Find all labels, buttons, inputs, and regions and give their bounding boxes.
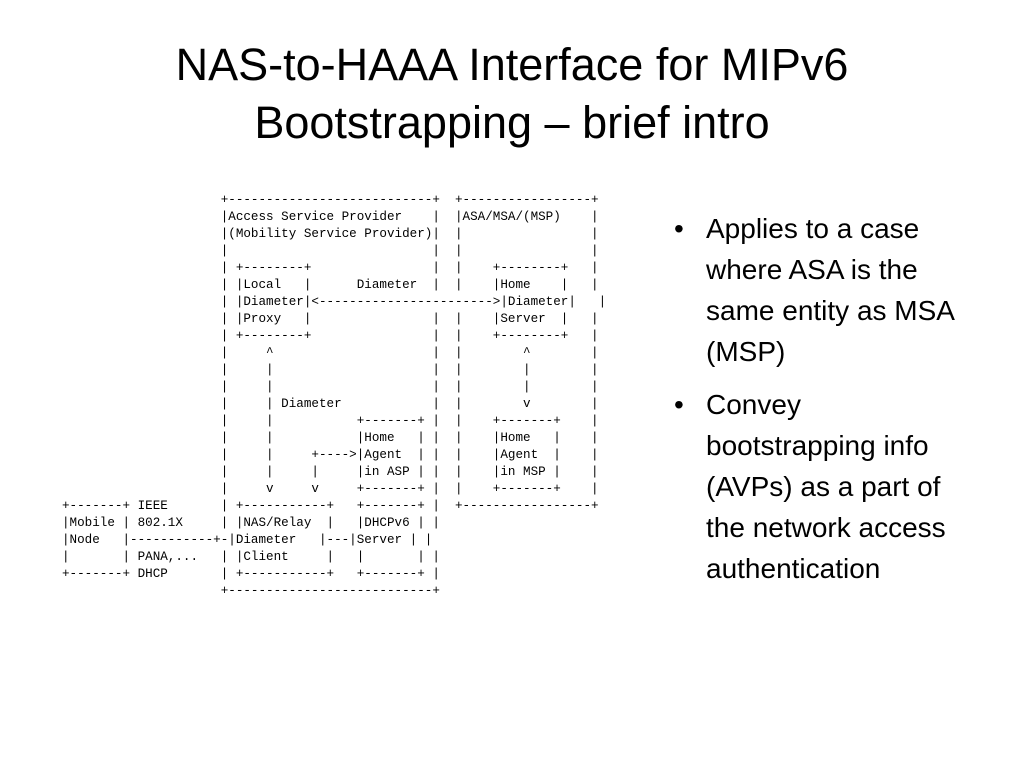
slide-title: NAS-to-HAAA Interface for MIPv6 Bootstra…	[0, 36, 1024, 152]
bullet-text: Applies to a case where ASA is the same …	[706, 213, 954, 367]
bullet-list: • Applies to a case where ASA is the sam…	[672, 208, 972, 601]
title-line-1: NAS-to-HAAA Interface for MIPv6	[175, 39, 849, 90]
bullet-dot-icon: •	[674, 213, 684, 244]
title-line-2: Bootstrapping – brief intro	[254, 97, 770, 148]
bullet-item: • Convey bootstrapping info (AVPs) as a …	[672, 384, 972, 589]
bullet-item: • Applies to a case where ASA is the sam…	[672, 208, 972, 372]
bullet-dot-icon: •	[674, 389, 684, 420]
bullet-text: Convey bootstrapping info (AVPs) as a pa…	[706, 389, 946, 584]
ascii-architecture-diagram: +---------------------------+ +---------…	[62, 193, 607, 598]
